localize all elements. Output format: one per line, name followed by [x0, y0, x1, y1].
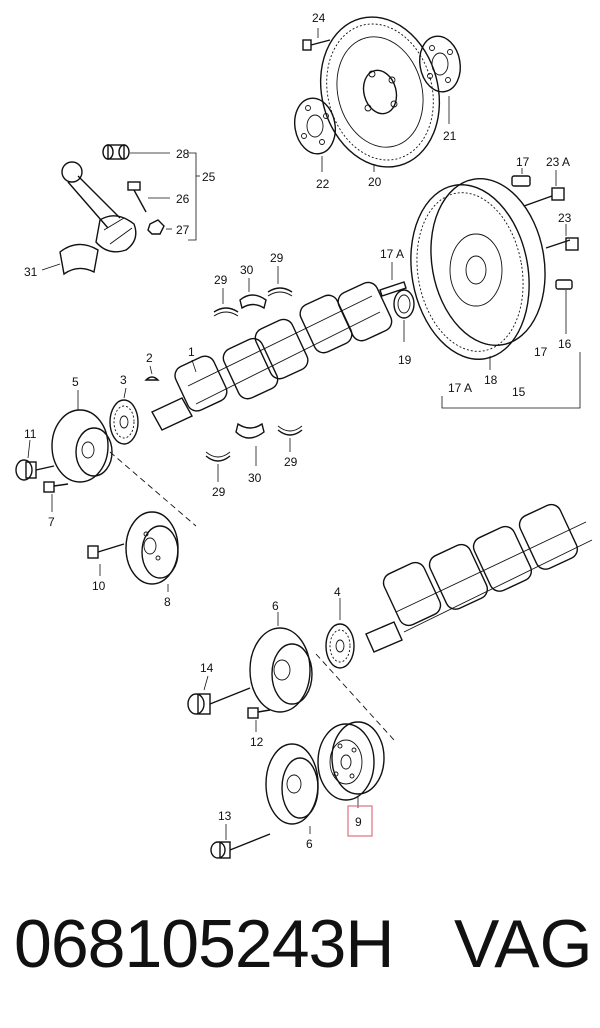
bolt-23A: [523, 187, 565, 207]
callout-11: 11: [24, 427, 37, 441]
brand-label: VAG: [454, 906, 593, 982]
callout-29-b: 29: [270, 251, 284, 265]
dowel-16: [555, 279, 573, 290]
callout-29-a: 29: [214, 273, 228, 287]
rod-bolt-26: [127, 181, 147, 213]
callout-7: 7: [48, 515, 55, 529]
crankshaft-upper: [151, 281, 393, 431]
callout-23: 23: [558, 211, 572, 225]
callout-26: 26: [176, 192, 190, 206]
callout-24: 24: [312, 11, 326, 25]
callout-12: 12: [250, 735, 264, 749]
crankshaft-lower: [365, 503, 593, 653]
callout-2: 2: [146, 351, 153, 365]
pulley-6-upper: [249, 627, 313, 713]
flywheel-ring-gear: [319, 16, 441, 168]
flywheel-shim-plate-right: [419, 35, 461, 93]
drive-plate-18: [410, 178, 546, 360]
spacer-17A: [379, 281, 407, 297]
callout-17A-b: 17 A: [448, 381, 472, 395]
pulley-6-lower: [265, 743, 319, 825]
callout-29-c: 29: [212, 485, 226, 499]
callout-1: 1: [188, 345, 195, 359]
bolt-10: [87, 543, 125, 559]
pulley-5: [51, 409, 113, 483]
callout-22: 22: [316, 177, 330, 191]
dowel-17: [511, 175, 531, 187]
callout-20: 20: [368, 175, 382, 189]
bolt-14: [187, 687, 251, 715]
callout-25: 25: [202, 170, 216, 184]
bolt-23: [545, 237, 579, 251]
rod-nut-27: [147, 219, 165, 235]
bolt-13: [210, 833, 271, 859]
callout-17-a: 17: [516, 155, 530, 169]
needle-bearing-19: [393, 289, 415, 319]
rod-bearing-shell-31: [59, 243, 99, 276]
callout-30-b: 30: [248, 471, 262, 485]
flywheel-bolt-24: [302, 39, 331, 51]
flywheel-shim-plate-left: [294, 97, 336, 155]
callout-9: 9: [355, 815, 362, 829]
callout-15: 15: [512, 385, 526, 399]
rod-bushing-28: [102, 144, 130, 160]
callout-4: 4: [334, 585, 341, 599]
callout-16: 16: [558, 337, 572, 351]
crank-sprocket-3: [109, 399, 139, 445]
callout-30-a: 30: [240, 263, 254, 277]
bearing-shells-upper: [213, 287, 293, 317]
callout-17A-a: 17 A: [380, 247, 404, 261]
part-number-label: 068105243H: [14, 906, 394, 982]
woodruff-key-2: [144, 376, 160, 381]
callout-14: 14: [200, 661, 214, 675]
callout-6-a: 6: [272, 599, 279, 613]
exploded-parts-diagram: 24 21 22 20 28 26 27 25 31: [15, 11, 593, 859]
callout-31: 31: [24, 265, 38, 279]
callout-18: 18: [484, 373, 498, 387]
callout-29-d: 29: [284, 455, 298, 469]
callout-23A: 23 A: [546, 155, 570, 169]
vibration-damper-9: [317, 721, 385, 801]
callout-3: 3: [120, 373, 127, 387]
callout-28: 28: [176, 147, 190, 161]
callout-5: 5: [72, 375, 79, 389]
callout-8: 8: [164, 595, 171, 609]
callout-6-b: 6: [306, 837, 313, 851]
bolt-12: [247, 707, 271, 719]
crank-sprocket-4: [325, 623, 355, 669]
pulley-8: [125, 511, 179, 585]
callout-17-b: 17: [534, 345, 548, 359]
bearing-shells-lower: [205, 422, 303, 462]
connecting-rod: [61, 161, 137, 253]
callout-10: 10: [92, 579, 106, 593]
callout-19: 19: [398, 353, 412, 367]
bolt-7: [43, 481, 69, 493]
central-bolt-11: [15, 459, 55, 481]
callout-27: 27: [176, 223, 190, 237]
callout-13: 13: [218, 809, 232, 823]
callout-9-highlight-box: [347, 805, 373, 837]
callout-21: 21: [443, 129, 457, 143]
